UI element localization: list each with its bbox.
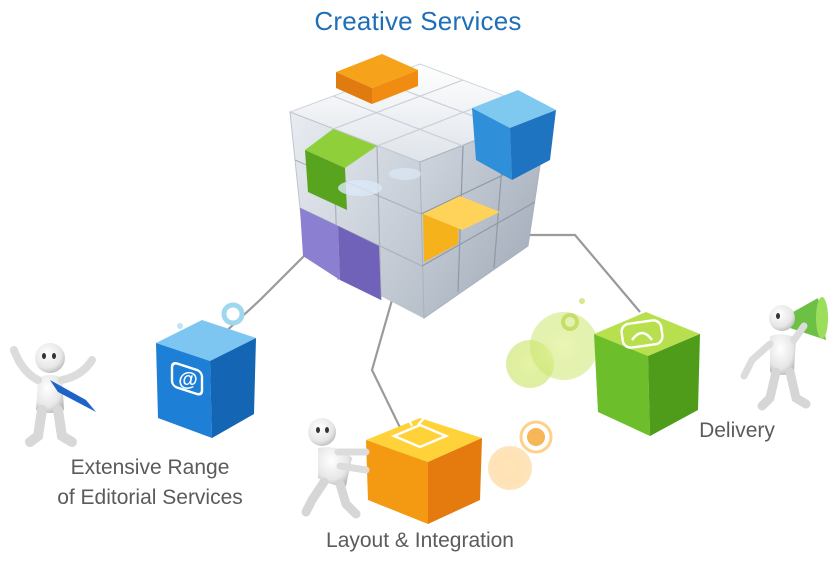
cube-blue-block (472, 90, 556, 128)
delivery-box (594, 312, 700, 436)
connector-layout (370, 299, 411, 449)
tv-icon (390, 417, 450, 449)
figure-welcoming (10, 343, 96, 447)
label-line: Extensive Range (70, 456, 230, 479)
decorative-bubbles (177, 298, 598, 490)
svg-text:@: @ (178, 369, 198, 391)
label-delivery: Delivery (672, 416, 802, 446)
label-line: of Editorial Services (57, 486, 243, 509)
figure-pushing (301, 418, 370, 519)
label-line: Delivery (699, 419, 775, 442)
diagram-title: Creative Services (314, 6, 522, 36)
at-sign-icon: @ (170, 361, 204, 396)
label-layout-integration: Layout & Integration (280, 526, 560, 556)
phone-icon (620, 319, 664, 349)
cube-green-block (305, 129, 377, 168)
layout-box (366, 417, 482, 524)
cube-purple-block (338, 226, 381, 300)
figure-megaphone (740, 297, 828, 411)
editorial-box: @ (156, 320, 256, 438)
cube-orange-block (336, 54, 418, 88)
label-line: Layout & Integration (326, 529, 514, 552)
central-cube (288, 54, 556, 319)
label-editorial-services: Extensive Range of Editorial Services (10, 453, 290, 513)
